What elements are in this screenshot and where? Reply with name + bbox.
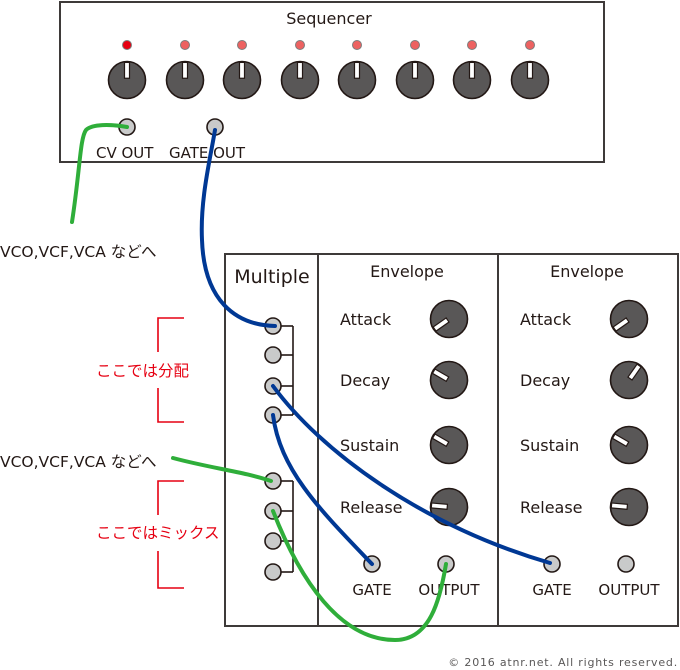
cable-multiple-to-envelope2-gate[interactable] — [271, 384, 552, 565]
knob-body[interactable] — [429, 425, 469, 465]
knob-body[interactable] — [337, 60, 377, 100]
knob-pointer-icon — [411, 61, 419, 79]
step-knob-4[interactable] — [280, 60, 320, 100]
knob-pointer-icon — [123, 61, 131, 79]
knob-attack[interactable] — [429, 299, 469, 339]
knob-pointer-icon — [238, 61, 246, 79]
param-label-sustain: Sustain — [520, 436, 579, 455]
annotation-to-vco-top: VCO,VCF,VCA などへ — [0, 243, 157, 261]
patch-cables — [70, 123, 552, 643]
envelope-output-label: OUTPUT — [598, 581, 660, 599]
mix-note: ここではミックス — [96, 524, 220, 542]
envelope-output-label: OUTPUT — [418, 581, 480, 599]
step-knob-1[interactable] — [107, 60, 147, 100]
multiple-title: Multiple — [234, 266, 309, 288]
gate-out-label: GATE OUT — [169, 144, 246, 162]
param-label-release: Release — [520, 498, 583, 517]
cable-gate-out-to-multiple[interactable] — [199, 128, 277, 328]
knob-pointer-icon — [612, 317, 630, 332]
knob-pointer-icon — [526, 61, 534, 79]
knob-body[interactable] — [222, 60, 262, 100]
mix-bracket-top — [157, 480, 184, 515]
step-knob-6[interactable] — [395, 60, 435, 100]
knob-pointer-icon — [431, 368, 450, 383]
knob-pointer-icon — [627, 363, 642, 381]
step-knob-2[interactable] — [165, 60, 205, 100]
param-label-sustain: Sustain — [340, 436, 399, 455]
knob-pointer-icon — [431, 433, 450, 448]
knob-body[interactable] — [429, 360, 469, 400]
step-led-1 — [122, 40, 132, 50]
knob-pointer-icon — [468, 61, 476, 79]
distribute-bracket-bottom — [157, 388, 184, 423]
knob-release[interactable] — [429, 487, 469, 527]
knob-body[interactable] — [609, 360, 649, 400]
knob-body[interactable] — [609, 299, 649, 339]
knob-decay[interactable] — [609, 360, 649, 400]
envelope-gate-label: GATE — [532, 581, 571, 599]
step-led-2 — [180, 40, 190, 50]
envelope-output-jack[interactable] — [617, 555, 635, 573]
step-led-3 — [237, 40, 247, 50]
knob-body[interactable] — [107, 60, 147, 100]
knob-pointer-icon — [296, 61, 304, 79]
step-knob-5[interactable] — [337, 60, 377, 100]
knob-sustain[interactable] — [609, 425, 649, 465]
knob-body[interactable] — [429, 299, 469, 339]
knob-body[interactable] — [395, 60, 435, 100]
knob-body[interactable] — [609, 425, 649, 465]
multiple-jack-mix-3[interactable] — [264, 532, 282, 550]
cable-vco-to-multiple-mix[interactable] — [171, 456, 273, 483]
knob-pointer-icon — [181, 61, 189, 79]
knob-pointer-icon — [430, 502, 449, 510]
param-label-decay: Decay — [340, 371, 390, 390]
step-led-4 — [295, 40, 305, 50]
cable-cv-out-to-vco[interactable] — [70, 123, 129, 224]
cable-multiple-to-envelope1-gate[interactable] — [271, 413, 374, 566]
envelope-gate-jack[interactable] — [543, 555, 561, 573]
multiple-jack-mix-4[interactable] — [264, 563, 282, 581]
distribute-bracket-top — [157, 317, 184, 352]
sequencer-led-row — [122, 40, 535, 50]
multiple-jack-distribute-2[interactable] — [264, 346, 282, 364]
param-label-attack: Attack — [340, 310, 392, 329]
step-led-8 — [525, 40, 535, 50]
envelope-title: Envelope — [550, 262, 624, 281]
step-led-7 — [467, 40, 477, 50]
step-knob-7[interactable] — [452, 60, 492, 100]
envelope-title: Envelope — [370, 262, 444, 281]
knob-release[interactable] — [609, 487, 649, 527]
envelope-gate-label: GATE — [352, 581, 391, 599]
knob-body[interactable] — [510, 60, 550, 100]
knob-body[interactable] — [280, 60, 320, 100]
param-label-release: Release — [340, 498, 403, 517]
knob-pointer-icon — [611, 433, 630, 448]
knob-pointer-icon — [610, 502, 629, 510]
knob-body[interactable] — [165, 60, 205, 100]
cable-envelope-output-to-multiple-mix[interactable] — [271, 509, 448, 643]
sequencer-knob-row — [107, 60, 550, 100]
knob-pointer-icon — [353, 61, 361, 79]
knob-pointer-icon — [432, 317, 450, 332]
copyright: © 2016 atnr.net. All rights reserved. — [448, 656, 678, 669]
knob-body[interactable] — [452, 60, 492, 100]
sequencer-title: Sequencer — [286, 9, 372, 28]
step-knob-3[interactable] — [222, 60, 262, 100]
param-label-attack: Attack — [520, 310, 572, 329]
step-led-5 — [352, 40, 362, 50]
param-label-decay: Decay — [520, 371, 570, 390]
cv-out-label: CV OUT — [96, 144, 154, 162]
sequencer-module: Sequencer CV OUT GATE OUT — [59, 1, 605, 163]
knob-decay[interactable] — [429, 360, 469, 400]
knob-sustain[interactable] — [429, 425, 469, 465]
knob-attack[interactable] — [609, 299, 649, 339]
step-knob-8[interactable] — [510, 60, 550, 100]
knob-body[interactable] — [609, 487, 649, 527]
distribute-note: ここでは分配 — [96, 362, 189, 380]
step-led-6 — [410, 40, 420, 50]
mix-bracket-bottom — [157, 551, 184, 589]
annotation-to-vco-middle: VCO,VCF,VCA などへ — [0, 453, 157, 471]
